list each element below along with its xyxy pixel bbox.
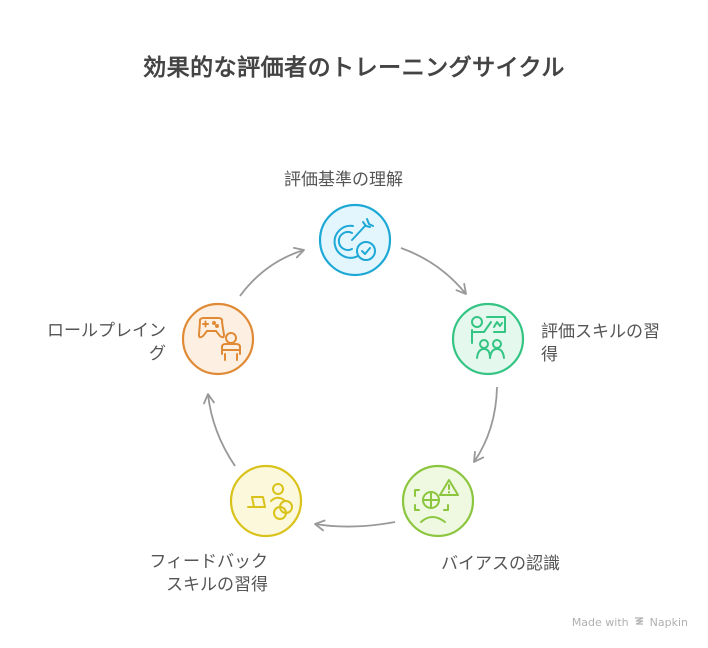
step-2-label-line2: 得: [541, 345, 558, 365]
arrow-step1-to-step2: [400, 247, 467, 295]
made-with-text: Made with: [571, 616, 629, 629]
step-4-label: フィードバック スキルの習得: [131, 551, 268, 597]
target-check-icon: [333, 218, 376, 261]
step-4-label-line1: フィードバック: [149, 552, 268, 572]
arrow-step3-to-step4: [314, 519, 396, 532]
arrow-step2-to-step3: [473, 386, 498, 463]
step-5-node: [181, 302, 255, 376]
step-1-label: 評価基準の理解: [284, 170, 403, 190]
step-4-label-line2: スキルの習得: [166, 575, 268, 595]
step-2-label: 評価スキルの習 得: [541, 321, 660, 367]
step-5-label: ロールプレイン グ: [24, 320, 166, 366]
step-3-node: [401, 464, 475, 538]
step-5-label-line1: ロールプレイン: [47, 321, 166, 341]
bias-warning-icon: [414, 479, 459, 523]
napkin-logo-icon: [634, 616, 644, 629]
step-1-node: [318, 203, 392, 277]
laptop-people-icon: [247, 483, 293, 520]
diagram-title: 効果的な評価者のトレーニングサイクル: [143, 55, 565, 81]
step-3-label: バイアスの認識: [441, 554, 560, 574]
arrow-step5-to-step1: [239, 246, 305, 297]
arrow-step4-to-step5: [203, 393, 236, 467]
step-4-node: [229, 464, 303, 538]
step-2-label-line1: 評価スキルの習: [541, 322, 660, 342]
made-with-napkin: Made with Napkin: [572, 616, 688, 629]
gamepad-person-icon: [198, 317, 241, 361]
step-2-node: [451, 302, 525, 376]
teacher-presentation-icon: [471, 316, 506, 359]
step-5-label-line2: グ: [149, 344, 166, 364]
napkin-brand-text: Napkin: [649, 616, 688, 629]
